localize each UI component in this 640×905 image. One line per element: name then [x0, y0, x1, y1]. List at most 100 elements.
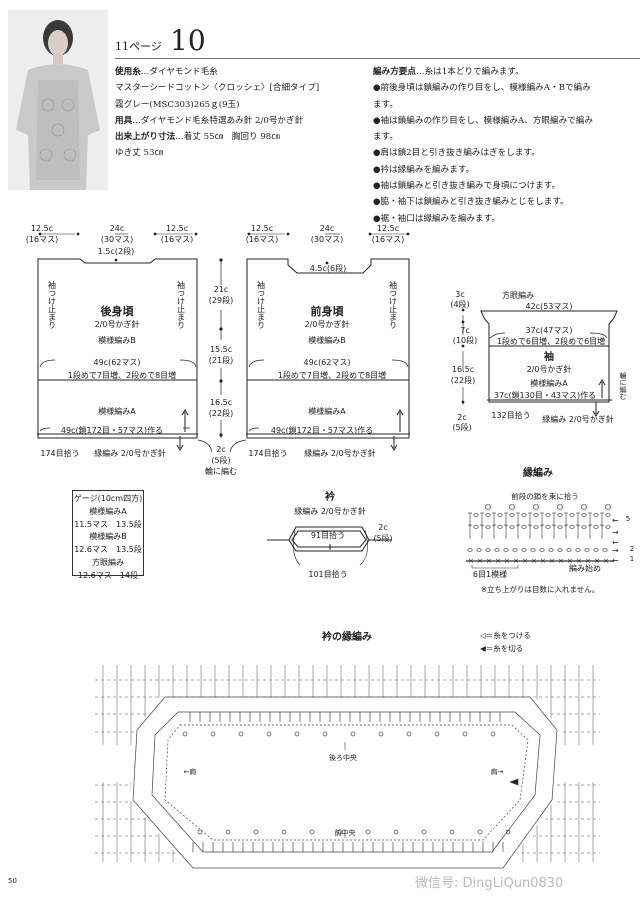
collar-inner-pickup: 91目拾う: [311, 530, 345, 540]
front-pattern-b: 模様編みB: [308, 335, 346, 345]
sleeve-top-width: 42c(53マス): [526, 302, 573, 311]
edging-title: 縁編み: [523, 466, 553, 479]
svg-text:→: →: [612, 546, 619, 555]
body-height-dimension: [197, 260, 247, 453]
collar-edging-chart: [95, 665, 600, 870]
sleeve-height-2-sub: (10段): [453, 335, 477, 345]
shoulder-right-label: 肩→: [491, 767, 504, 776]
front-center-label: 前中央: [335, 828, 356, 837]
row-number-1: 1: [630, 555, 634, 563]
svg-text:×: ×: [531, 557, 537, 565]
materials-line: 用具…ダイヤモンド毛糸特選あみ針 2/0号かぎ針: [115, 115, 304, 126]
svg-text:×: ×: [549, 557, 555, 565]
svg-text:×: ×: [477, 557, 483, 565]
pattern-number: 10: [170, 24, 206, 57]
front-neck-depth: 4.5c(6段): [310, 263, 346, 273]
sleeve-width: 37c(47マス): [526, 326, 573, 335]
svg-text:×: ×: [567, 557, 573, 565]
collar-title: 衿: [325, 490, 335, 503]
svg-text:×: ×: [585, 557, 591, 565]
svg-text:×: ×: [558, 557, 564, 565]
sleeve-title: 袖: [543, 350, 554, 363]
svg-text:←: ←: [612, 556, 619, 565]
page-number: 50: [8, 877, 17, 885]
gauge-line: 方眼編み: [92, 557, 124, 567]
watermark: 微信号: DingLiQun0830: [415, 876, 564, 891]
svg-text:×: ×: [540, 557, 546, 565]
svg-text:→: →: [612, 528, 619, 537]
edging-repeat: 6目1模様: [473, 569, 507, 579]
sleeve-mesh-label: 方眼編み: [502, 290, 534, 300]
back-dim-left: 12.5c: [31, 224, 53, 233]
back-border: 縁編み 2/0号かぎ針: [94, 448, 165, 458]
front-dim-mid: 24c: [320, 224, 335, 233]
svg-text:×: ×: [504, 557, 510, 565]
front-armhole-right: 袖つけ止まり: [389, 280, 398, 329]
sleeve-height-1: 3c: [455, 290, 465, 299]
height-3-sub: (22段): [209, 408, 233, 418]
edging-chart: ××××××××××××××××←→←→←: [466, 504, 619, 569]
sleeve-height-2: 7c: [460, 326, 470, 335]
shoulder-left-label: ←肩: [184, 767, 197, 776]
sleeve-height-1-sub: (4段): [450, 299, 469, 309]
instructions-block: 編み方要点…糸は1本どりで編みます。 ●前後身頃は鎖編みの作り目をし、模様編みA…: [373, 64, 593, 227]
instruction-line: ●脇・袖下は鎖編みと引き抜き編みとじをします。: [373, 197, 569, 208]
back-pickup: 174目拾う: [40, 448, 79, 458]
gauge-line: 12.6マス 14段: [78, 570, 138, 580]
page-reference: 11ページ: [115, 40, 162, 53]
collar-edging-title: 衿の縁編み: [322, 630, 372, 643]
instruction-line: 編み方要点…糸は1本どりで編みます。: [373, 67, 524, 77]
front-dim-left-sub: (16マス): [246, 235, 278, 244]
instruction-line: ●袖は鎖編みと引き抜き編みで身頃につけます。: [373, 181, 561, 192]
svg-text:←: ←: [612, 516, 619, 525]
front-body-diagram: [246, 233, 410, 451]
back-neck-depth: 1.5c(2段): [98, 246, 134, 256]
svg-text:×: ×: [486, 557, 492, 565]
sleeve-height-3: 16.5c: [452, 365, 474, 374]
materials-line: 出来上がり寸法…着丈 55㎝ 胸回り 98㎝: [115, 132, 280, 143]
front-title: 前身頃: [311, 304, 345, 318]
back-armhole-right: 袖つけ止まり: [177, 280, 186, 329]
front-pickup: 174目拾う: [248, 448, 287, 458]
instruction-line: ます。: [373, 99, 398, 110]
model-photo: [8, 10, 108, 190]
svg-text:×: ×: [468, 557, 474, 565]
front-cast-on: 49c(鎖172目・57マス)作る: [271, 425, 373, 435]
materials-block: 使用糸…ダイヤモンド毛糸 マスターシードコットン〈クロッシェ〉[合細タイプ] 霧…: [115, 64, 319, 162]
instruction-line: ●肩は鎖2目と引き抜き編みはぎをします。: [373, 148, 540, 159]
back-dim-right-sub: (16マス): [161, 235, 193, 244]
back-increase: 1段めで7目増、2段めで8目増: [68, 370, 176, 380]
sleeve-height-4-sub: (5段): [452, 422, 471, 432]
height-3: 16.5c: [210, 398, 232, 407]
svg-text:×: ×: [576, 557, 582, 565]
legend-attach: ◁＝糸をつける: [480, 630, 531, 640]
back-dim-mid: 24c: [110, 224, 125, 233]
materials-line: ゆき丈 53㎝: [115, 148, 164, 159]
back-dim-mid-sub: (30マス): [101, 235, 133, 244]
sleeve-pattern-a: 模様編みA: [530, 378, 568, 388]
instruction-line: ます。: [373, 132, 398, 143]
back-armhole-left: 袖つけ止まり: [48, 280, 57, 329]
sleeve-cast-on: 37c(鎖130目・43マス)作る: [494, 390, 596, 400]
instruction-line: ●前後身頃は鎖編みの作り目をし、模様編みA・Bで編み: [373, 83, 591, 94]
back-title: 後身頃: [101, 304, 135, 318]
front-increase: 1段めで7目増、2段めで8目増: [278, 370, 386, 380]
svg-text:×: ×: [495, 557, 501, 565]
front-border: 縁編み 2/0号かぎ針: [304, 448, 375, 458]
sleeve-height-3-sub: (22段): [451, 375, 475, 385]
gauge-box: ゲージ(10cm四方) 模様編みA 11.5マス 13.5段 模様編みB 12.…: [72, 490, 144, 580]
edging-pick-note: 前段の鎖を束に拾う: [511, 491, 579, 501]
knit-in-round-label: 輪に編む: [205, 466, 237, 476]
svg-text:×: ×: [522, 557, 528, 565]
sleeve-increase: 1段めで6目増、2段めで6目増: [497, 336, 605, 346]
front-dim-left: 12.5c: [251, 224, 273, 233]
edging-note: ※立ち上がりは目数に入れません。: [481, 584, 600, 594]
edging-start: 編み始め: [569, 563, 601, 573]
svg-text:←: ←: [612, 538, 619, 547]
back-cast-on: 49c(鎖172目・57マス)作る: [61, 425, 163, 435]
sleeve-hook: 2/0号かぎ針: [527, 364, 572, 374]
gauge-line: 11.5マス 13.5段: [74, 519, 142, 529]
svg-text:×: ×: [603, 557, 609, 565]
svg-text:×: ×: [513, 557, 519, 565]
